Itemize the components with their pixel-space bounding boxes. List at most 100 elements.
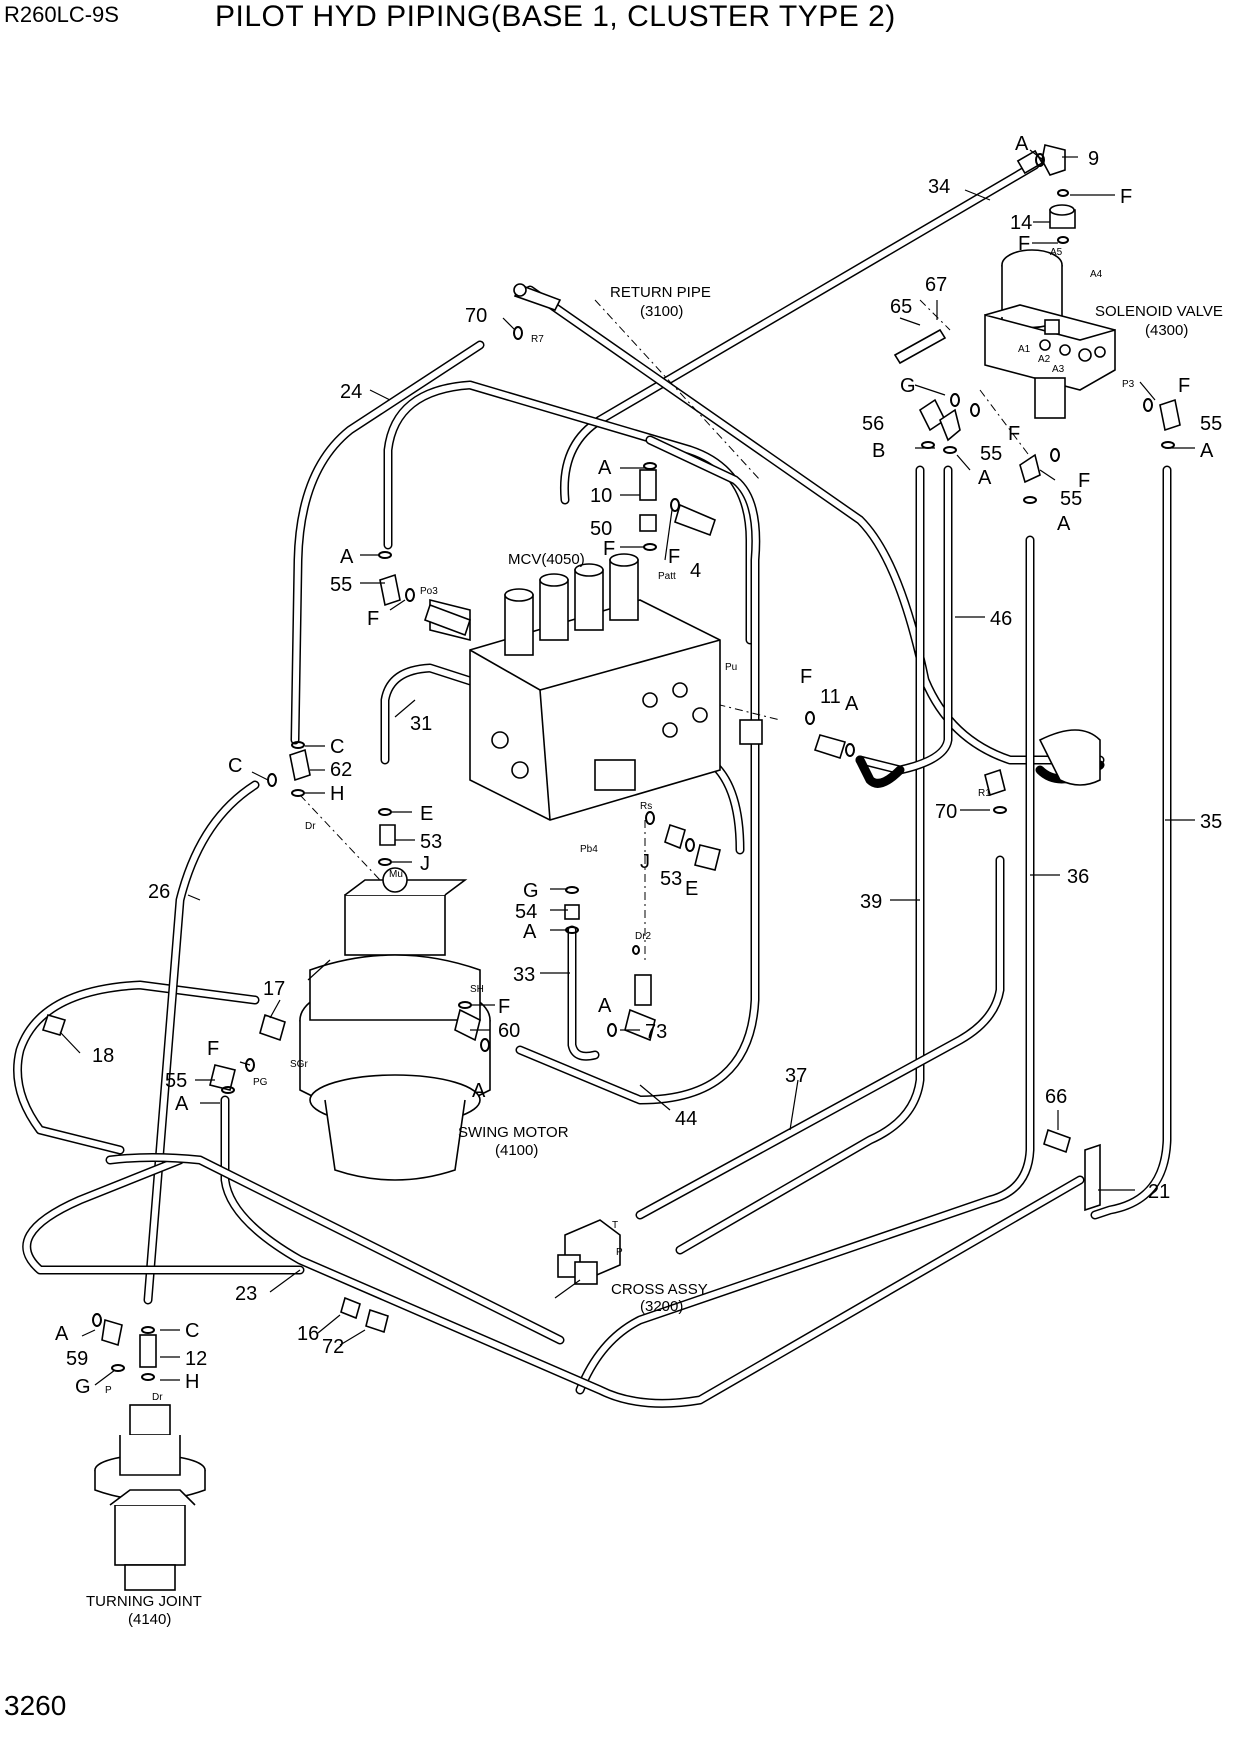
solenoid-valve-label: SOLENOID VALVE xyxy=(1095,303,1223,320)
callout-55: 55 xyxy=(980,443,1002,465)
port-P: P xyxy=(616,1247,623,1258)
turning-joint xyxy=(94,1404,206,1591)
bracket-21 xyxy=(1084,1143,1101,1212)
callout-54: 54 xyxy=(515,901,537,923)
callout-50: 50 xyxy=(590,518,612,540)
port-A3: A3 xyxy=(1052,364,1065,375)
callout-44: 44 xyxy=(675,1108,697,1130)
page-title: PILOT HYD PIPING(BASE 1, CLUSTER TYPE 2) xyxy=(215,0,896,33)
page-number: 3260 xyxy=(4,1690,67,1721)
port-Rs: Rs xyxy=(640,801,652,812)
callout-A: A xyxy=(598,457,612,479)
callout-10: 10 xyxy=(590,485,612,507)
callout-E: E xyxy=(685,878,698,900)
swing-motor-label: SWING MOTOR xyxy=(458,1124,569,1141)
callout-H: H xyxy=(330,783,344,805)
port-R1: R1 xyxy=(978,788,991,799)
callout-70: 70 xyxy=(465,305,487,327)
swing-motor xyxy=(299,867,491,1181)
callout-4: 4 xyxy=(690,560,701,582)
port-T: T xyxy=(612,1220,618,1231)
port-P3: P3 xyxy=(1122,379,1135,390)
callout-72: 72 xyxy=(322,1336,344,1358)
port-labels: R7 A5 A4 A1 A2 A3 P3 Po3 Patt Pu R1 Dr M… xyxy=(105,247,1135,1403)
callout-26: 26 xyxy=(148,881,170,903)
callout-F: F xyxy=(1078,470,1090,492)
part-callouts: 9 A 34 F 14 F 67 65 70 24 G F F 56 55 55… xyxy=(55,133,1222,1398)
cross-assy-ref: (3200) xyxy=(640,1298,683,1315)
cross-assy xyxy=(557,1219,621,1285)
pipes xyxy=(13,160,1172,1408)
callout-G: G xyxy=(523,880,539,902)
callout-F: F xyxy=(800,666,812,688)
callout-67: 67 xyxy=(925,274,947,296)
callout-C: C xyxy=(228,755,242,777)
port-Pb4: Pb4 xyxy=(580,844,598,855)
callout-A: A xyxy=(340,546,354,568)
callout-A: A xyxy=(978,467,992,489)
return-pipe-ref: (3100) xyxy=(640,303,683,320)
callout-35: 35 xyxy=(1200,811,1222,833)
port-Pu: Pu xyxy=(725,662,737,673)
callout-B: B xyxy=(872,440,885,462)
label-leaders xyxy=(59,149,1195,1386)
callout-55: 55 xyxy=(330,574,352,596)
callout-A: A xyxy=(598,995,612,1017)
port-Patt: Patt xyxy=(658,571,676,582)
callout-J: J xyxy=(640,851,650,873)
port-A5: A5 xyxy=(1050,247,1063,258)
callout-23: 23 xyxy=(235,1283,257,1305)
callout-F: F xyxy=(603,538,615,560)
return-pipe-head xyxy=(513,283,562,311)
port-Po3: Po3 xyxy=(420,586,438,597)
callout-F: F xyxy=(1178,375,1190,397)
callout-59: 59 xyxy=(66,1348,88,1370)
callout-A: A xyxy=(1057,513,1071,535)
turning-joint-label: TURNING JOINT xyxy=(86,1593,202,1610)
callout-F: F xyxy=(367,608,379,630)
callout-16: 16 xyxy=(297,1323,319,1345)
port-SGr: SGr xyxy=(290,1059,308,1070)
port-A4: A4 xyxy=(1090,269,1103,280)
model-code: R260LC-9S xyxy=(4,2,119,27)
callout-A: A xyxy=(1015,133,1029,155)
callout-A: A xyxy=(55,1323,69,1345)
turning-joint-ref: (4140) xyxy=(128,1611,171,1628)
callout-73: 73 xyxy=(645,1021,667,1043)
mcv-block xyxy=(429,553,721,821)
mcv-label: MCV(4050) xyxy=(508,551,585,568)
callout-F: F xyxy=(668,546,680,568)
port-Dr2: Dr2 xyxy=(635,931,652,942)
callout-53: 53 xyxy=(660,868,682,890)
callout-H: H xyxy=(185,1371,199,1393)
callout-53: 53 xyxy=(420,831,442,853)
port-Mu: Mu xyxy=(389,869,403,880)
callout-F: F xyxy=(1008,423,1020,445)
callout-11: 11 xyxy=(820,686,841,708)
callout-39: 39 xyxy=(860,891,882,913)
port-P-turning-joint: P xyxy=(105,1385,112,1396)
solenoid-valve-ref: (4300) xyxy=(1145,322,1188,339)
fittings xyxy=(41,144,1181,1368)
callout-60: 60 xyxy=(498,1020,520,1042)
callout-F: F xyxy=(1120,186,1132,208)
callout-G: G xyxy=(900,375,916,397)
callout-A: A xyxy=(845,693,859,715)
callout-A: A xyxy=(523,921,537,943)
callout-55: 55 xyxy=(165,1070,187,1092)
port-PG: PG xyxy=(253,1077,268,1088)
port-R7: R7 xyxy=(531,334,544,345)
callout-F: F xyxy=(207,1038,219,1060)
callout-14: 14 xyxy=(1010,212,1032,234)
swing-motor-ref: (4100) xyxy=(495,1142,538,1159)
solenoid-valve xyxy=(984,249,1116,419)
callout-66: 66 xyxy=(1045,1086,1067,1108)
callout-24: 24 xyxy=(340,381,362,403)
callout-33: 33 xyxy=(513,964,535,986)
callout-18: 18 xyxy=(92,1045,114,1067)
port-A2: A2 xyxy=(1038,354,1051,365)
callout-46: 46 xyxy=(990,608,1012,630)
component-labels: RETURN PIPE (3100) SOLENOID VALVE (4300)… xyxy=(86,284,1223,1628)
port-SH: SH xyxy=(470,984,484,995)
